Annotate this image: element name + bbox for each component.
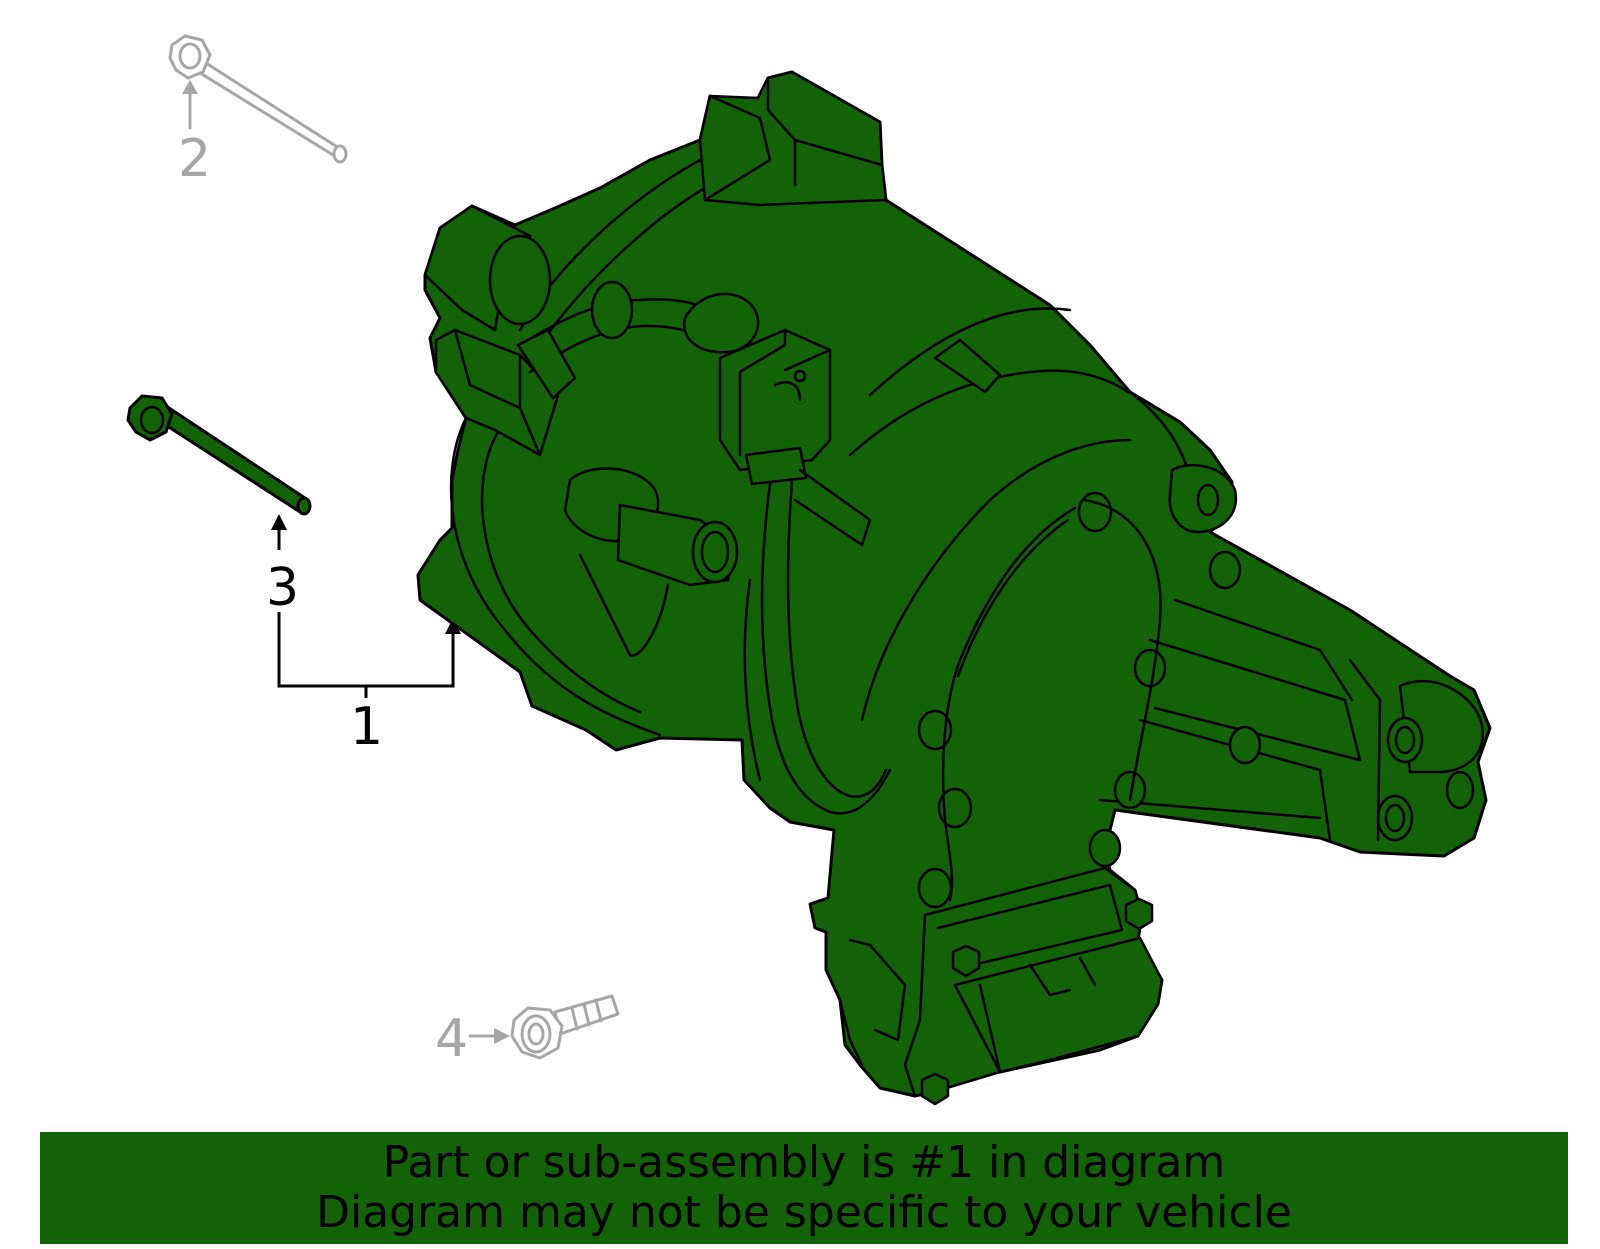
leader-3 (271, 514, 287, 550)
callout-3[interactable]: 3 (266, 558, 299, 618)
callout-1[interactable]: 1 (350, 697, 383, 757)
bolt-3[interactable] (126, 394, 312, 516)
callout-2[interactable]: 2 (178, 129, 211, 189)
callout-4[interactable]: 4 (435, 1009, 468, 1069)
banner-line-2: Diagram may not be specific to your vehi… (316, 1187, 1292, 1238)
bolt-4-ghost[interactable] (468, 994, 620, 1060)
leader-1 (277, 612, 461, 698)
bolt-2-ghost[interactable] (168, 34, 348, 164)
disclaimer-banner: Part or sub-assembly is #1 in diagram Di… (40, 1132, 1568, 1244)
parts-diagram: 2 3 1 (126, 34, 1492, 1106)
banner-line-1: Part or sub-assembly is #1 in diagram (382, 1137, 1226, 1188)
main-assembly[interactable] (416, 70, 1492, 1106)
